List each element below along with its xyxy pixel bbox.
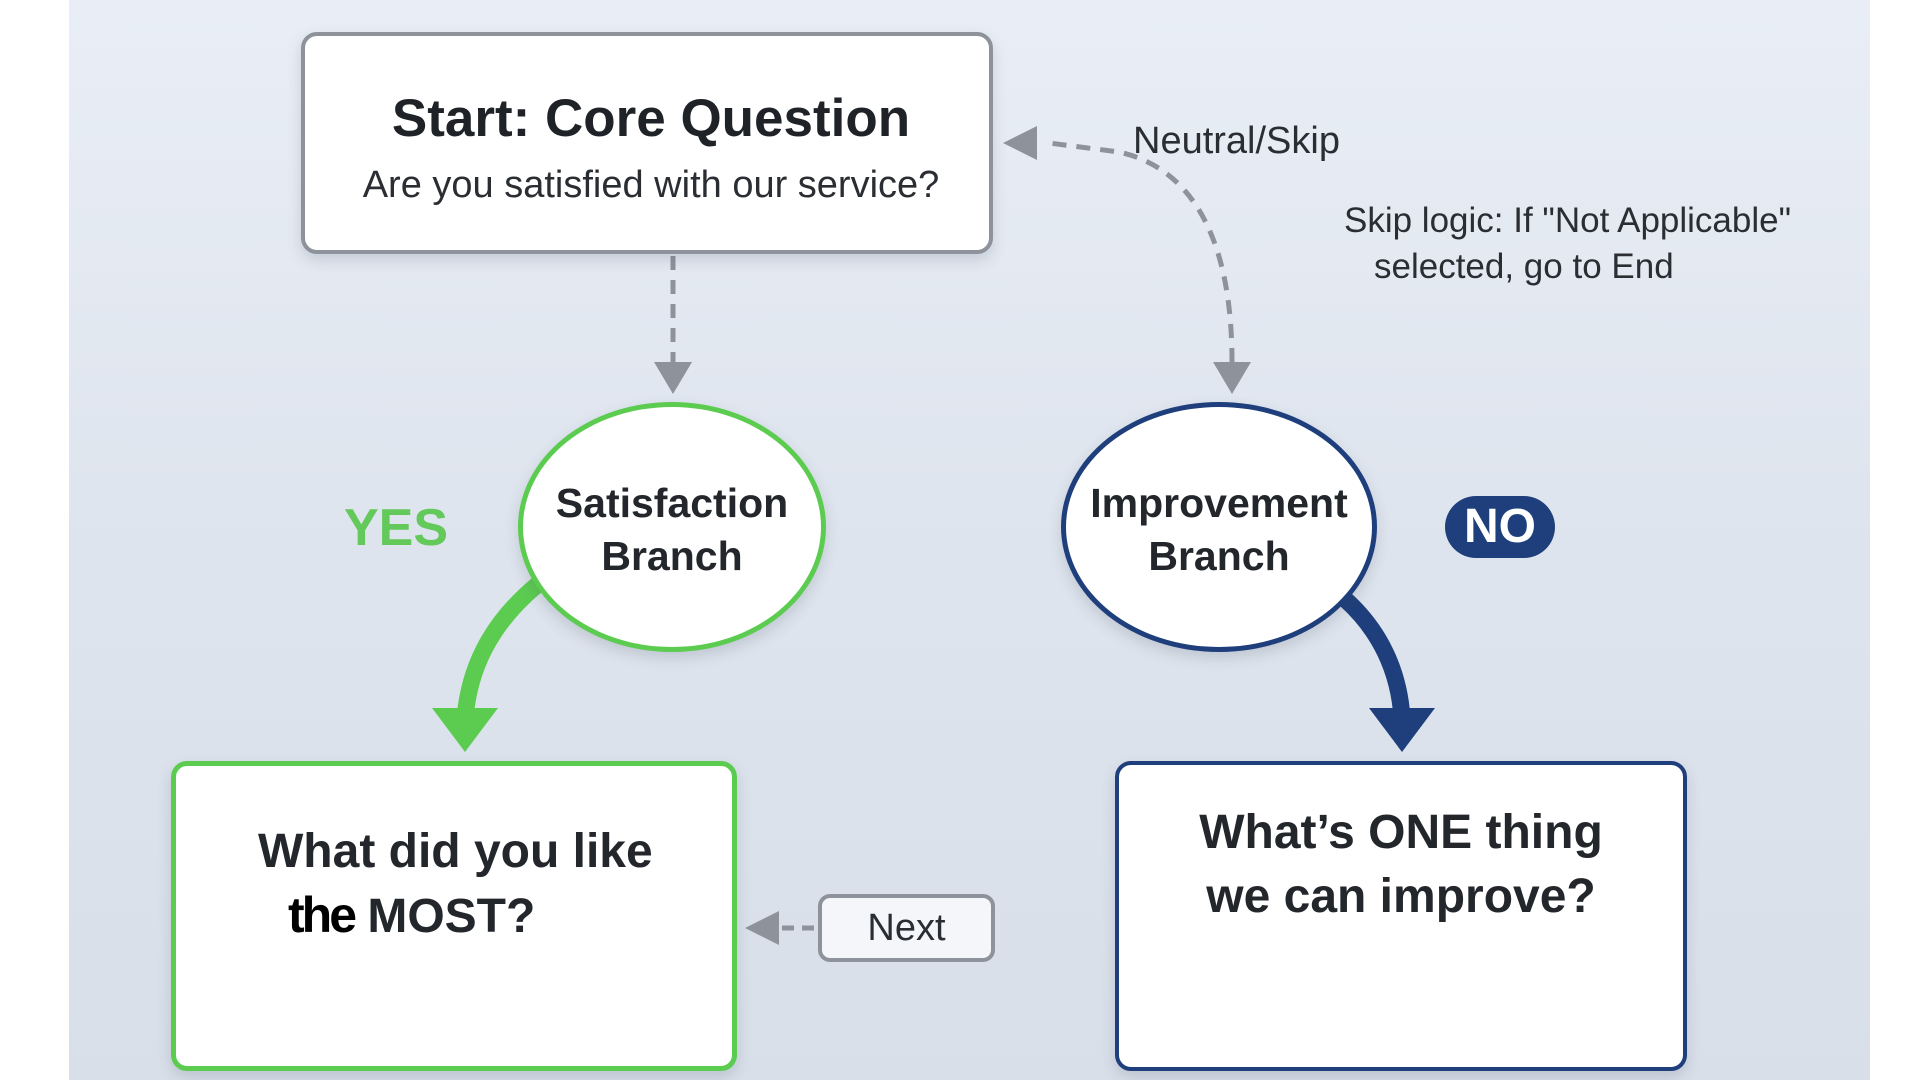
arrowhead-next: [745, 911, 779, 945]
satisfaction-branch-node: Satisfaction Branch: [518, 402, 826, 652]
start-title: Start: Core Question: [391, 89, 911, 148]
improvement-branch-label: Improvement Branch: [1066, 477, 1372, 583]
satisfaction-label-line1: Satisfaction: [555, 480, 789, 526]
improve-question-text: What’s ONE thing we can improve?: [1119, 801, 1683, 929]
connector-neutral-skip: [1048, 140, 1235, 363]
like-most-rest: MOST?: [367, 890, 536, 943]
arrowhead-improvement: [1213, 362, 1251, 394]
improvement-label-line1: Improvement: [1090, 480, 1348, 526]
improve-line2: we can improve?: [1206, 870, 1596, 923]
skip-logic-line2: selected, go to End: [1374, 247, 1674, 286]
connectors-layer: [432, 126, 1435, 945]
skip-logic-line1: Skip logic: If "Not Applicable": [1344, 201, 1792, 240]
start-question: Are you satisfied with our service?: [362, 164, 940, 206]
like-most-prefix: the: [288, 887, 357, 943]
yes-label: YES: [344, 499, 449, 557]
satisfaction-branch-label: Satisfaction Branch: [523, 477, 821, 583]
like-most-question-box: What did you like the MOST?: [171, 761, 737, 1071]
diagram-canvas: Start: Core Question Are you satisfied w…: [69, 0, 1870, 1080]
start-question-box: Start: Core Question Are you satisfied w…: [301, 32, 993, 254]
arrowhead-start: [1003, 126, 1037, 160]
arrowhead-satisfaction: [654, 362, 692, 394]
next-button[interactable]: Next: [818, 894, 995, 962]
improvement-label-line2: Branch: [1148, 533, 1290, 579]
connector-no: [1337, 591, 1411, 727]
arrowhead-yes: [432, 708, 498, 752]
improve-line1: What’s ONE thing: [1199, 806, 1603, 859]
satisfaction-label-line2: Branch: [601, 533, 743, 579]
like-most-line1: What did you like: [258, 825, 653, 878]
like-most-line2: the MOST?: [288, 886, 535, 944]
arrowhead-no: [1369, 708, 1435, 752]
neutral-skip-label: Neutral/Skip: [1133, 120, 1340, 162]
skip-logic-note: Skip logic: If "Not Applicable" selected…: [1344, 198, 1844, 290]
improve-question-box: What’s ONE thing we can improve?: [1115, 761, 1687, 1071]
no-badge: NO: [1445, 496, 1555, 558]
connector-yes: [456, 576, 546, 727]
improvement-branch-node: Improvement Branch: [1061, 402, 1377, 652]
